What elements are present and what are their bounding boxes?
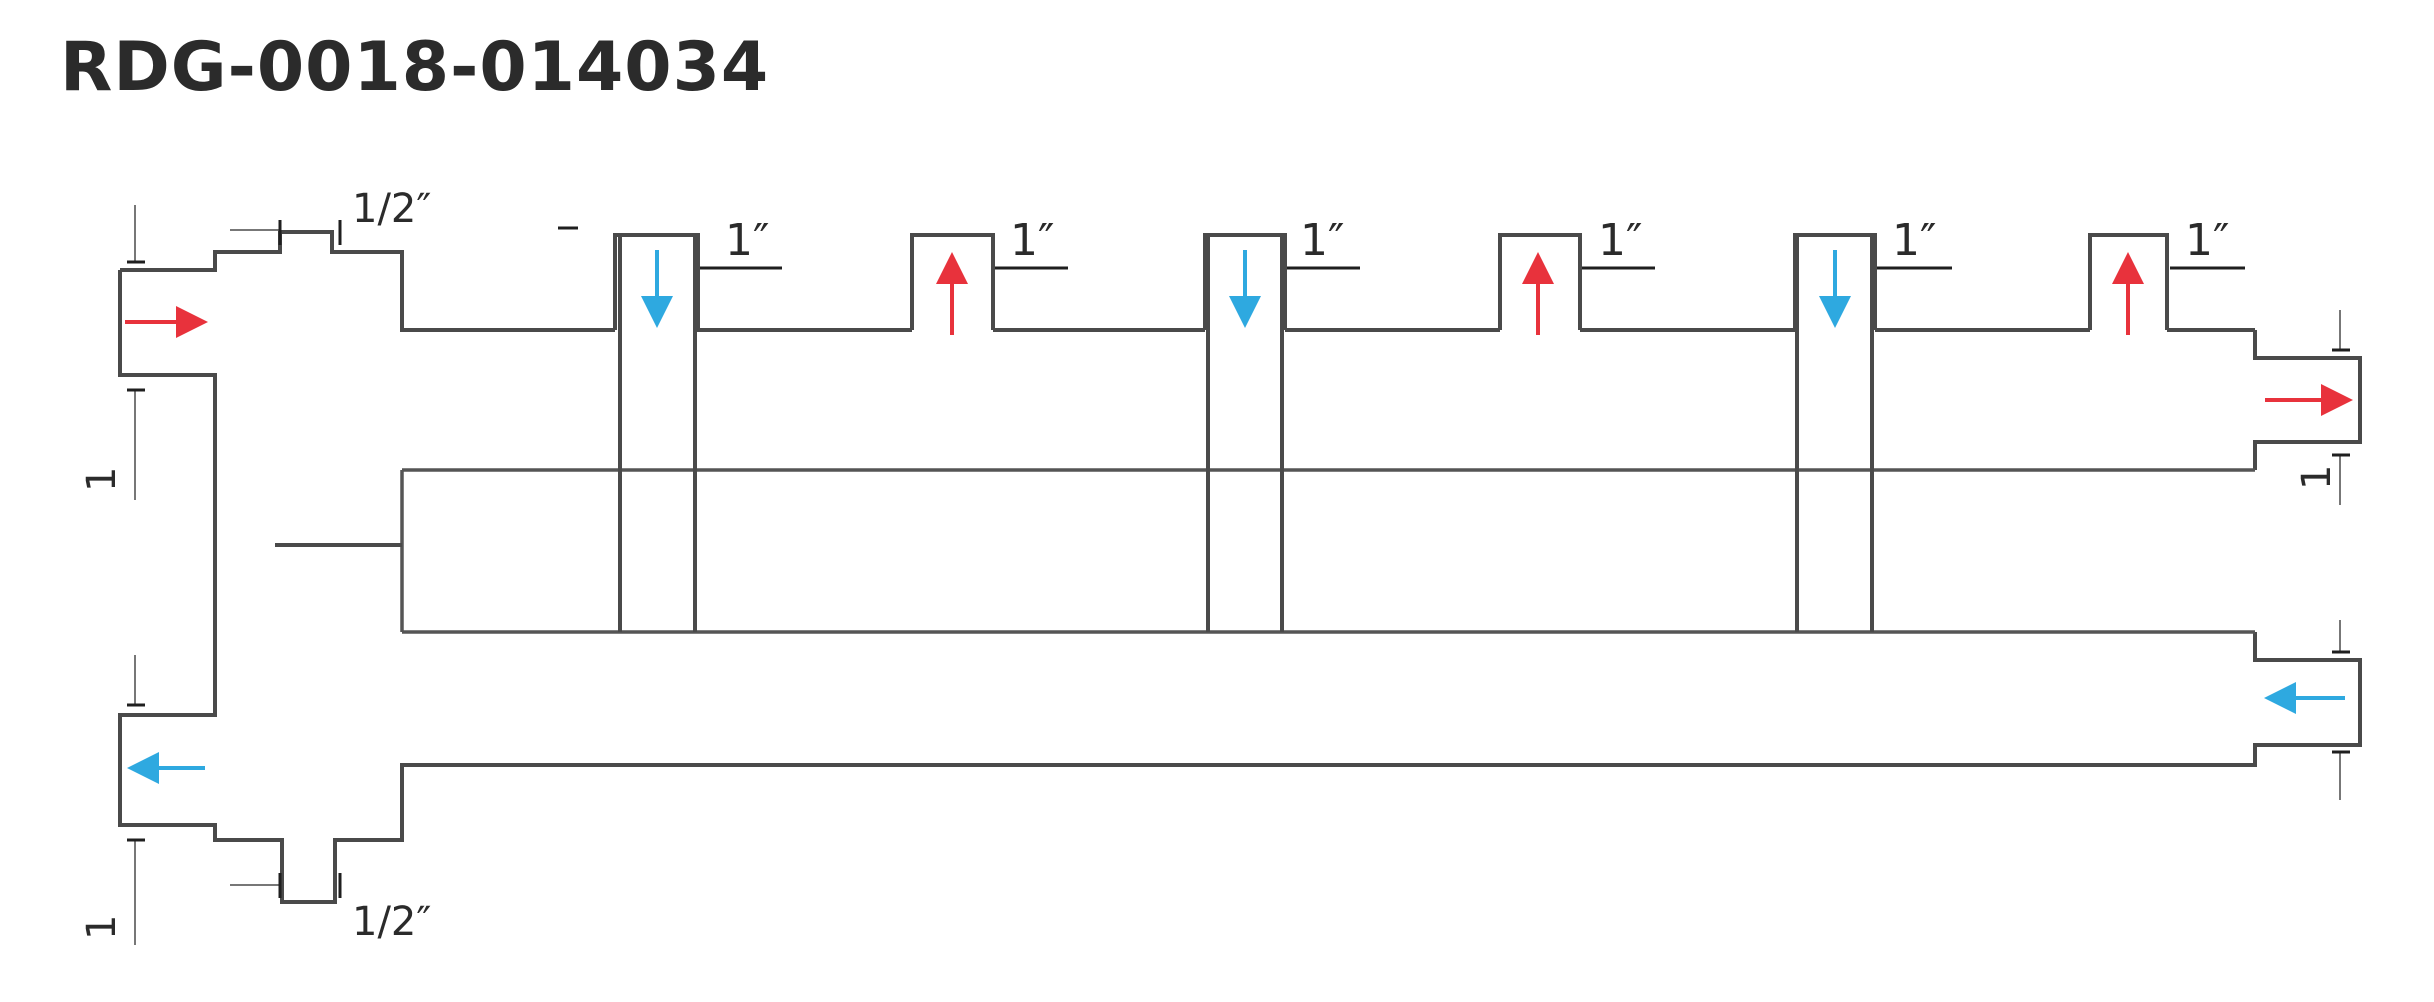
drain-size-label: 1/2″ [352,899,431,945]
riser-tubes [618,235,1874,632]
middle-header [275,468,2255,634]
outlet-3-size: 1″ [1300,215,1344,266]
outlet-6-size: 1″ [2185,215,2229,266]
right-port-dimensions: 1 [2294,310,2350,800]
left-port-dimensions: 1 1 [79,205,145,945]
flow-arrows [125,250,2353,784]
outlet-5-size: 1″ [1892,215,1936,266]
outlet-stubs [613,233,2169,330]
diagram-title: RDG-0018-014034 [60,28,770,107]
outlet-dimension-lines [558,226,2245,270]
vent-size-label: 1/2″ [352,186,431,232]
left-lower-port-size: 1 [79,915,125,940]
vent-drain-dimensions: 1/2″ 1/2″ [230,186,431,945]
outlet-2-size: 1″ [1010,215,1054,266]
outlet-4-size: 1″ [1598,215,1642,266]
outlet-size-labels: 1″ 1″ 1″ 1″ 1″ 1″ [725,215,2229,266]
left-upper-port-size: 1 [79,467,125,492]
outlet-1-size: 1″ [725,215,769,266]
manifold-outline [118,230,2362,904]
right-upper-port-size: 1 [2294,465,2340,490]
